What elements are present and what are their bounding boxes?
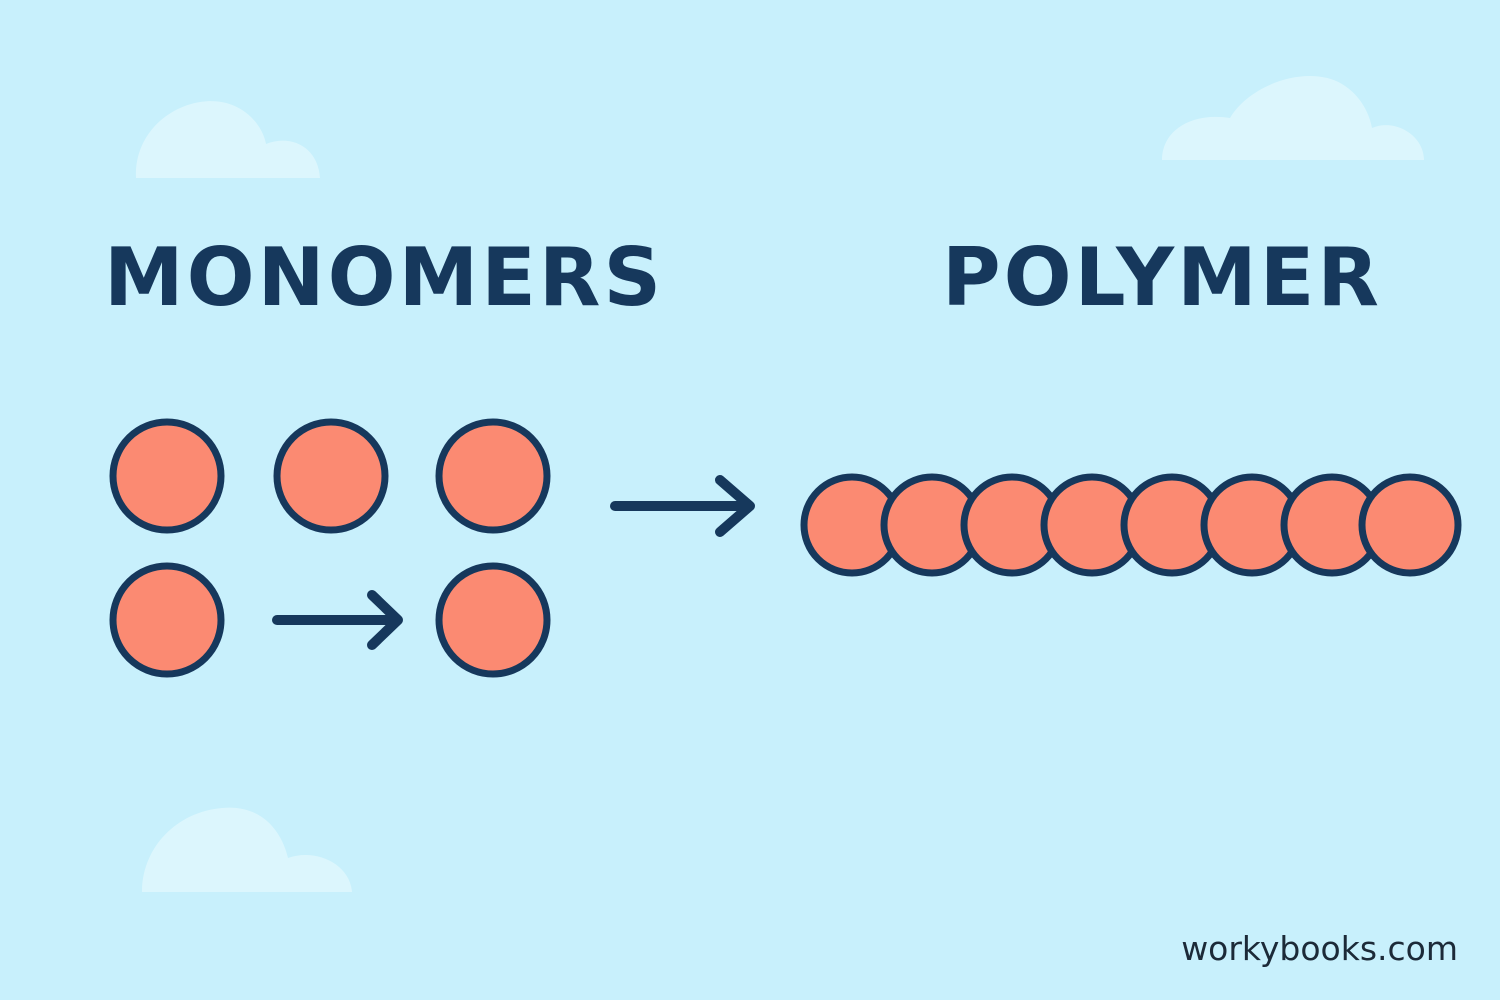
- arrow-right-icon: [610, 475, 755, 537]
- monomer-bead-icon: [273, 418, 389, 534]
- monomer-group: [109, 418, 551, 678]
- monomer-bead-icon: [109, 418, 225, 534]
- monomers-heading: MONOMERS: [104, 231, 665, 324]
- cloud-icon: [142, 807, 352, 892]
- polymer-heading: POLYMER: [942, 231, 1382, 324]
- arrow-right-icon: [272, 590, 403, 650]
- monomer-bead-icon: [435, 418, 551, 534]
- cloud-icon: [135, 101, 320, 178]
- polymer-bead-icon: [1358, 473, 1462, 577]
- monomer-bead-icon: [109, 562, 225, 678]
- polymer-chain: [800, 473, 1462, 577]
- site-watermark: workybooks.com: [1181, 929, 1458, 968]
- cloud-icon: [1162, 76, 1424, 160]
- monomer-bead-icon: [435, 562, 551, 678]
